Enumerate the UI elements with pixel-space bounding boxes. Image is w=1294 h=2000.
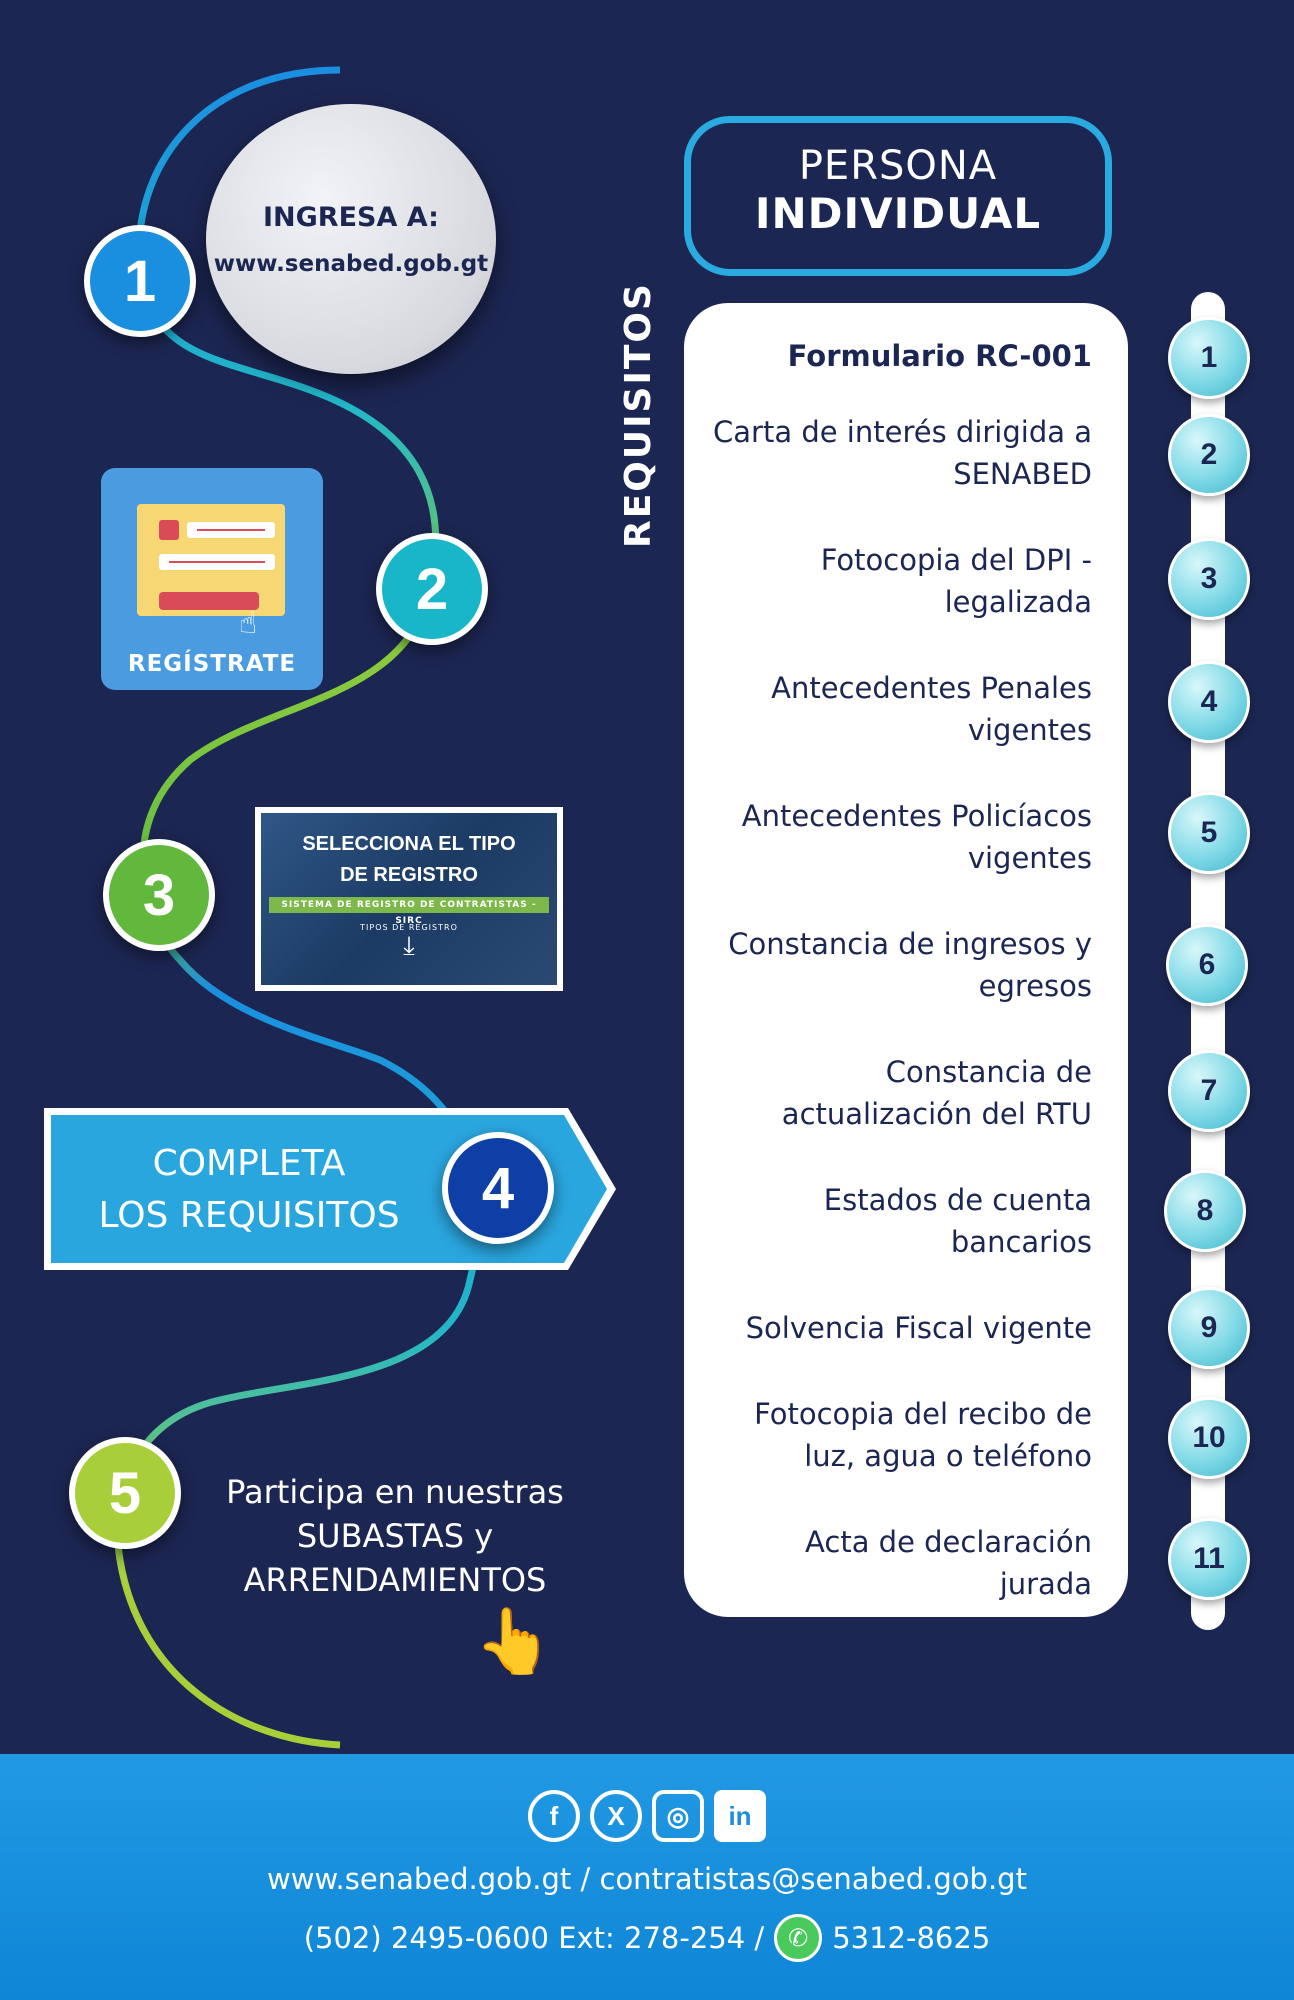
- participa-line1: Participa en nuestras: [226, 1473, 564, 1511]
- step-4-badge: 4: [442, 1132, 554, 1244]
- footer-phone[interactable]: (502) 2495-0600 Ext: 278-254 /: [303, 1921, 765, 1955]
- linkedin-icon[interactable]: in: [714, 1790, 766, 1842]
- banner-line1: COMPLETA: [152, 1143, 346, 1184]
- sirc-band: SISTEMA DE REGISTRO DE CONTRATISTAS - SI…: [269, 897, 549, 926]
- step-5-badge: 5: [69, 1437, 181, 1549]
- form-field-icon: [187, 522, 275, 538]
- whatsapp-icon[interactable]: ✆: [774, 1914, 823, 1962]
- requirement-number-11: 11: [1168, 1518, 1250, 1600]
- ingresa-title: INGRESA A:: [263, 201, 439, 233]
- instagram-icon[interactable]: ◎: [652, 1790, 704, 1842]
- password-field-icon: [159, 554, 275, 570]
- requirement-item-1: Formulario RC-001: [787, 339, 1092, 373]
- facebook-icon[interactable]: f: [528, 1790, 580, 1842]
- requirement-number-9: 9: [1168, 1287, 1250, 1369]
- participa-text: Participa en nuestras SUBASTAS y ARRENDA…: [200, 1470, 590, 1602]
- participa-line3: ARRENDAMIENTOS: [243, 1561, 547, 1599]
- step-2-badge: 2: [376, 533, 488, 645]
- requirement-number-4: 4: [1168, 661, 1250, 743]
- select-title-line2: DE REGISTRO: [340, 864, 478, 886]
- step-1-badge: 1: [84, 225, 196, 337]
- footer-whatsapp-number[interactable]: 5312-8625: [832, 1921, 991, 1955]
- persona-line2: INDIVIDUAL: [754, 189, 1042, 238]
- website-link[interactable]: www.senabed.gob.gt: [213, 250, 489, 277]
- footer-contact-links[interactable]: www.senabed.gob.gt / contratistas@senabe…: [267, 1862, 1027, 1896]
- pointer-hand-icon: 👆: [474, 1605, 554, 1679]
- requirement-number-6: 6: [1166, 924, 1248, 1006]
- requirement-number-1: 1: [1168, 317, 1250, 399]
- requirement-number-3: 3: [1168, 538, 1250, 620]
- requirements-card: Formulario RC-001 Carta de interés dirig…: [684, 303, 1128, 1617]
- x-icon[interactable]: X: [590, 1790, 642, 1842]
- participa-line2: SUBASTAS y: [296, 1517, 494, 1555]
- register-card[interactable]: ☝ REGÍSTRATE: [101, 468, 323, 690]
- complete-requirements-banner: COMPLETA LOS REQUISITOS 4: [44, 1108, 616, 1270]
- requisitos-label: REQUISITOS: [618, 282, 659, 548]
- requirement-item-9: Solvencia Fiscal vigente: [745, 1311, 1092, 1345]
- requirement-number-5: 5: [1168, 792, 1250, 874]
- requirement-number-7: 7: [1168, 1050, 1250, 1132]
- hand-click-icon: ☝: [239, 606, 258, 641]
- requirement-item-3: Fotocopia del DPI -legalizada: [820, 543, 1092, 619]
- persona-individual-box: PERSONA INDIVIDUAL: [684, 116, 1112, 276]
- persona-line1: PERSONA: [798, 143, 998, 189]
- banner-line2: LOS REQUISITOS: [98, 1195, 400, 1236]
- requirement-number-8: 8: [1164, 1170, 1246, 1252]
- step-path: [114, 66, 482, 1749]
- register-label: REGÍSTRATE: [127, 651, 297, 677]
- select-title-line1: SELECCIONA EL TIPO: [302, 833, 516, 855]
- form-button-icon: [159, 592, 259, 610]
- select-registry-card[interactable]: SELECCIONA EL TIPO DE REGISTRO SISTEMA D…: [255, 807, 563, 991]
- download-icon: ⤓: [403, 931, 415, 961]
- requirement-number-10: 10: [1168, 1397, 1250, 1479]
- registry-types-label: TIPOS DE REGISTRO: [360, 923, 458, 932]
- step-3-badge: 3: [103, 839, 215, 951]
- form-illustration-icon: [137, 504, 285, 616]
- requirement-number-2: 2: [1168, 414, 1250, 496]
- avatar-icon: [159, 520, 179, 540]
- ingresa-bubble: INGRESA A: www.senabed.gob.gt: [206, 104, 496, 374]
- footer-phone-line: (502) 2495-0600 Ext: 278-254 / ✆ 5312-86…: [0, 1914, 1294, 1962]
- footer: f X ◎ in www.senabed.gob.gt / contratist…: [0, 1754, 1294, 2000]
- social-icons: f X ◎ in: [0, 1790, 1294, 1842]
